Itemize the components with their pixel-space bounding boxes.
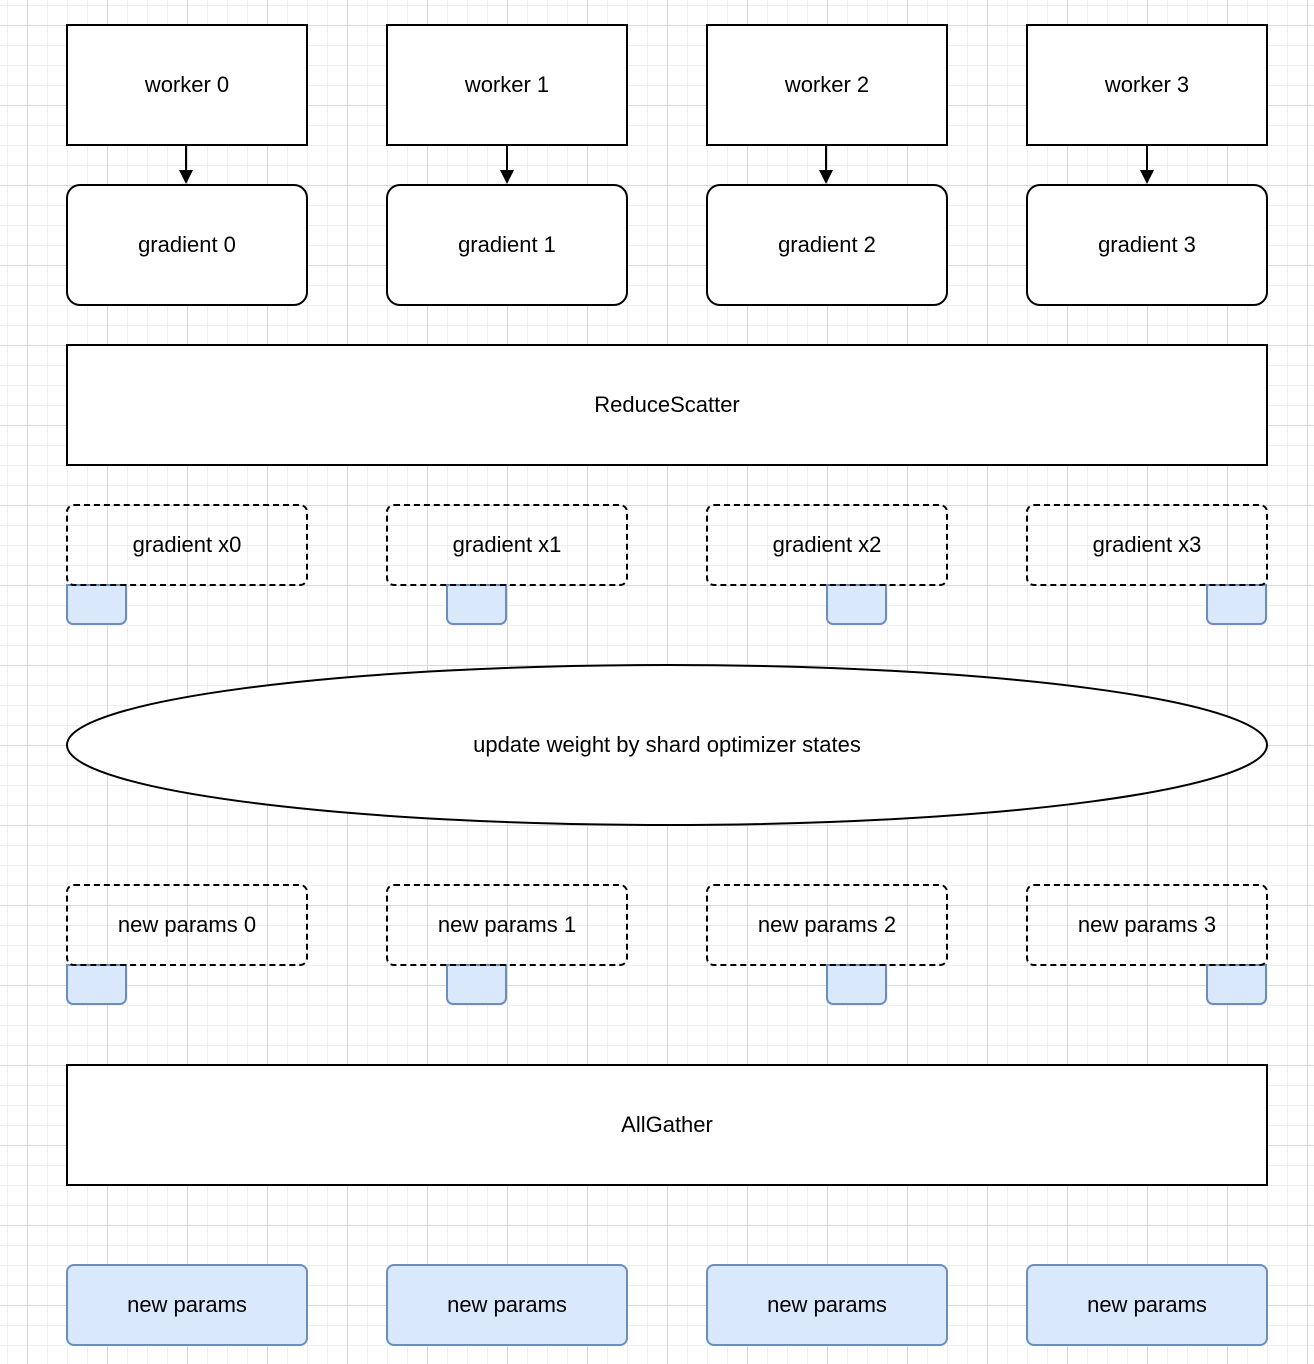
gradient-0-node: gradient 0 (66, 184, 308, 306)
arrow-worker-0 (179, 146, 193, 184)
gradient-3-node: gradient 3 (1026, 184, 1268, 306)
worker-3-label: worker 3 (1104, 72, 1190, 97)
param-shard-3-marker (1206, 964, 1267, 1005)
update-weight-ellipse-shape (66, 664, 1268, 826)
update-weight-label: update weight by shard optimizer states (473, 732, 861, 757)
arrow-worker-3 (1140, 146, 1154, 184)
param-shard-2-marker (826, 964, 887, 1005)
gradient-shard-2-node: gradient x2 (706, 504, 948, 586)
final-params-2-label: new params (767, 1292, 887, 1317)
final-params-0-node: new params (66, 1264, 308, 1346)
gradient-0-label: gradient 0 (138, 232, 236, 257)
gradient-shard-1-node: gradient x1 (386, 504, 628, 586)
gradient-shard-2-label: gradient x2 (772, 532, 882, 557)
gradient-shard-3-marker (1206, 584, 1267, 625)
arrow-worker-1 (500, 146, 514, 184)
param-shard-3-label: new params 3 (1077, 912, 1217, 937)
worker-0-node: worker 0 (66, 24, 308, 146)
param-shard-0-marker (66, 964, 127, 1005)
worker-gradient-arrows (179, 146, 1154, 184)
gradient-shard-3-node: gradient x3 (1026, 504, 1268, 586)
gradient-2-label: gradient 2 (778, 232, 876, 257)
gradient-shard-0-label: gradient x0 (132, 532, 242, 557)
param-shard-1-label: new params 1 (437, 912, 577, 937)
final-params-0-label: new params (127, 1292, 247, 1317)
final-params-3-node: new params (1026, 1264, 1268, 1346)
worker-1-label: worker 1 (464, 72, 550, 97)
gradient-shard-3-label: gradient x3 (1092, 532, 1202, 557)
param-shard-1-marker (446, 964, 507, 1005)
reduce-scatter-label: ReduceScatter (594, 392, 740, 417)
all-gather-label: AllGather (621, 1112, 713, 1137)
gradient-shard-1-label: gradient x1 (452, 532, 562, 557)
gradient-shard-0-marker (66, 584, 127, 625)
gradient-2-node: gradient 2 (706, 184, 948, 306)
worker-1-node: worker 1 (386, 24, 628, 146)
param-shard-0-node: new params 0 (66, 884, 308, 966)
final-params-1-node: new params (386, 1264, 628, 1346)
worker-3-node: worker 3 (1026, 24, 1268, 146)
param-shard-3-node: new params 3 (1026, 884, 1268, 966)
worker-2-label: worker 2 (784, 72, 870, 97)
gradient-shard-1-marker (446, 584, 507, 625)
gradient-1-node: gradient 1 (386, 184, 628, 306)
worker-0-label: worker 0 (144, 72, 230, 97)
worker-2-node: worker 2 (706, 24, 948, 146)
gradient-shard-2-marker (826, 584, 887, 625)
all-gather-node: AllGather (66, 1064, 1268, 1186)
reduce-scatter-node: ReduceScatter (66, 344, 1268, 466)
final-params-1-label: new params (447, 1292, 567, 1317)
param-shard-0-label: new params 0 (117, 912, 257, 937)
gradient-shard-0-node: gradient x0 (66, 504, 308, 586)
update-weight-node: update weight by shard optimizer states (66, 664, 1268, 826)
param-shard-2-node: new params 2 (706, 884, 948, 966)
final-params-3-label: new params (1087, 1292, 1207, 1317)
gradient-3-label: gradient 3 (1098, 232, 1196, 257)
arrow-worker-2 (819, 146, 833, 184)
final-params-2-node: new params (706, 1264, 948, 1346)
param-shard-2-label: new params 2 (757, 912, 897, 937)
param-shard-1-node: new params 1 (386, 884, 628, 966)
gradient-1-label: gradient 1 (458, 232, 556, 257)
